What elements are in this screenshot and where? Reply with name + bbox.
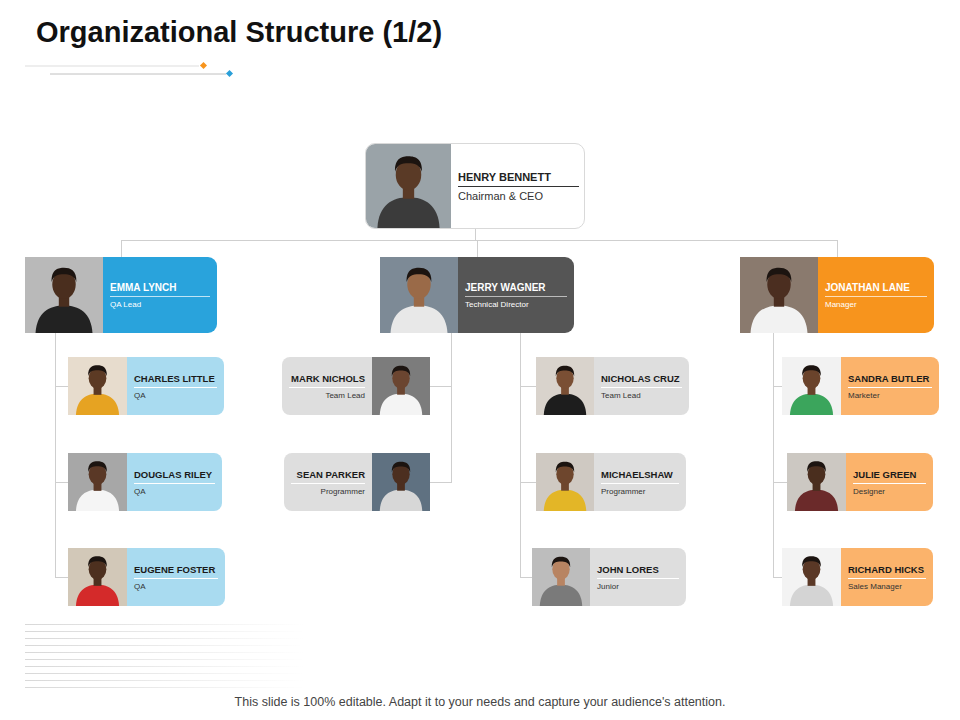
job-title: Team Lead [289, 391, 365, 400]
org-connector [55, 333, 68, 577]
person-name: CHARLES LITTLE [134, 373, 217, 388]
portrait-photo [25, 257, 103, 333]
text-area: MARK NICHOLS Team Lead [282, 357, 372, 415]
person-name: DOUGLAS RILEY [134, 469, 215, 484]
text-area: EMMA LYNCH QA Lead [103, 257, 217, 333]
org-connector [55, 333, 68, 386]
portrait-photo [536, 357, 594, 415]
org-connector [773, 333, 782, 386]
person-name: JULIE GREEN [853, 469, 926, 484]
manager-box: EMMA LYNCH QA Lead [25, 257, 217, 333]
org-connector [430, 333, 451, 386]
text-area: SEAN PARKER Programmer [284, 453, 372, 511]
person-name: MARK NICHOLS [289, 373, 365, 388]
portrait-photo [782, 548, 841, 606]
person-name: SEAN PARKER [291, 469, 365, 484]
text-area: DOUGLAS RILEY QA [127, 453, 222, 511]
org-connector [430, 333, 451, 482]
job-title: QA Lead [110, 300, 210, 309]
text-area: SANDRA BUTLER Marketer [841, 357, 939, 415]
person-name: JOHN LORES [597, 564, 679, 579]
job-title: QA [134, 582, 218, 591]
portrait-photo [740, 257, 818, 333]
slide-title: Organizational Structure (1/2) [36, 16, 442, 49]
member-box: SANDRA BUTLER Marketer [782, 357, 939, 415]
text-area: CHARLES LITTLE QA [127, 357, 224, 415]
portrait-photo [372, 453, 430, 511]
job-title: Designer [853, 487, 926, 496]
org-connector [475, 229, 837, 257]
portrait-photo [532, 548, 590, 606]
member-box: RICHARD HICKS Sales Manager [782, 548, 933, 606]
member-box: JOHN LORES Junior [532, 548, 686, 606]
org-connector [773, 333, 782, 577]
person-name: MICHAELSHAW [601, 469, 679, 484]
member-box: SEAN PARKER Programmer [284, 453, 430, 511]
portrait-photo [68, 357, 127, 415]
member-box: MICHAELSHAW Programmer [536, 453, 686, 511]
text-area: RICHARD HICKS Sales Manager [841, 548, 933, 606]
person-name: NICHOLAS CRUZ [601, 373, 682, 388]
text-area: JONATHAN LANE Manager [818, 257, 934, 333]
person-name: JONATHAN LANE [825, 282, 927, 297]
portrait-photo [68, 548, 127, 606]
org-connector [121, 229, 475, 257]
title-rule [25, 66, 199, 67]
member-box: EUGENE FOSTER QA [68, 548, 225, 606]
org-connector [520, 333, 536, 386]
job-title: Technical Director [465, 300, 567, 309]
job-title: Programmer [601, 487, 679, 496]
manager-box: JONATHAN LANE Manager [740, 257, 934, 333]
member-box: MARK NICHOLS Team Lead [282, 357, 430, 415]
org-connector [520, 333, 532, 577]
portrait-photo [787, 453, 846, 511]
person-name: EMMA LYNCH [110, 282, 210, 297]
text-area: HENRY BENNETT Chairman & CEO [451, 144, 585, 228]
job-title: Manager [825, 300, 927, 309]
text-area: EUGENE FOSTER QA [127, 548, 225, 606]
org-connector [520, 333, 536, 482]
text-area: NICHOLAS CRUZ Team Lead [594, 357, 689, 415]
person-name: EUGENE FOSTER [134, 564, 218, 579]
job-title: Sales Manager [848, 582, 926, 591]
title-diamond [226, 70, 233, 77]
job-title: QA [134, 391, 217, 400]
job-title: QA [134, 487, 215, 496]
manager-box: JERRY WAGNER Technical Director [380, 257, 574, 333]
slide-caption: This slide is 100% editable. Adapt it to… [0, 695, 960, 709]
ceo-box: HENRY BENNETT Chairman & CEO [365, 143, 585, 229]
portrait-photo [372, 357, 430, 415]
text-area: JOHN LORES Junior [590, 548, 686, 606]
portrait-photo [782, 357, 841, 415]
job-title: Programmer [291, 487, 365, 496]
member-box: NICHOLAS CRUZ Team Lead [536, 357, 689, 415]
title-diamond [200, 62, 207, 69]
member-box: JULIE GREEN Designer [787, 453, 933, 511]
portrait-photo [380, 257, 458, 333]
job-title: Junior [597, 582, 679, 591]
text-area: MICHAELSHAW Programmer [594, 453, 686, 511]
title-rule [50, 74, 226, 75]
text-area: JULIE GREEN Designer [846, 453, 933, 511]
job-title: Chairman & CEO [458, 190, 579, 202]
text-area: JERRY WAGNER Technical Director [458, 257, 574, 333]
member-box: DOUGLAS RILEY QA [68, 453, 222, 511]
member-box: CHARLES LITTLE QA [68, 357, 224, 415]
portrait-photo [366, 144, 451, 228]
job-title: Marketer [848, 391, 932, 400]
person-name: RICHARD HICKS [848, 564, 926, 579]
person-name: JERRY WAGNER [465, 282, 567, 297]
portrait-photo [68, 453, 127, 511]
person-name: SANDRA BUTLER [848, 373, 932, 388]
person-name: HENRY BENNETT [458, 171, 579, 187]
job-title: Team Lead [601, 391, 682, 400]
corner-lines [25, 624, 305, 688]
org-connector [55, 333, 68, 482]
portrait-photo [536, 453, 594, 511]
